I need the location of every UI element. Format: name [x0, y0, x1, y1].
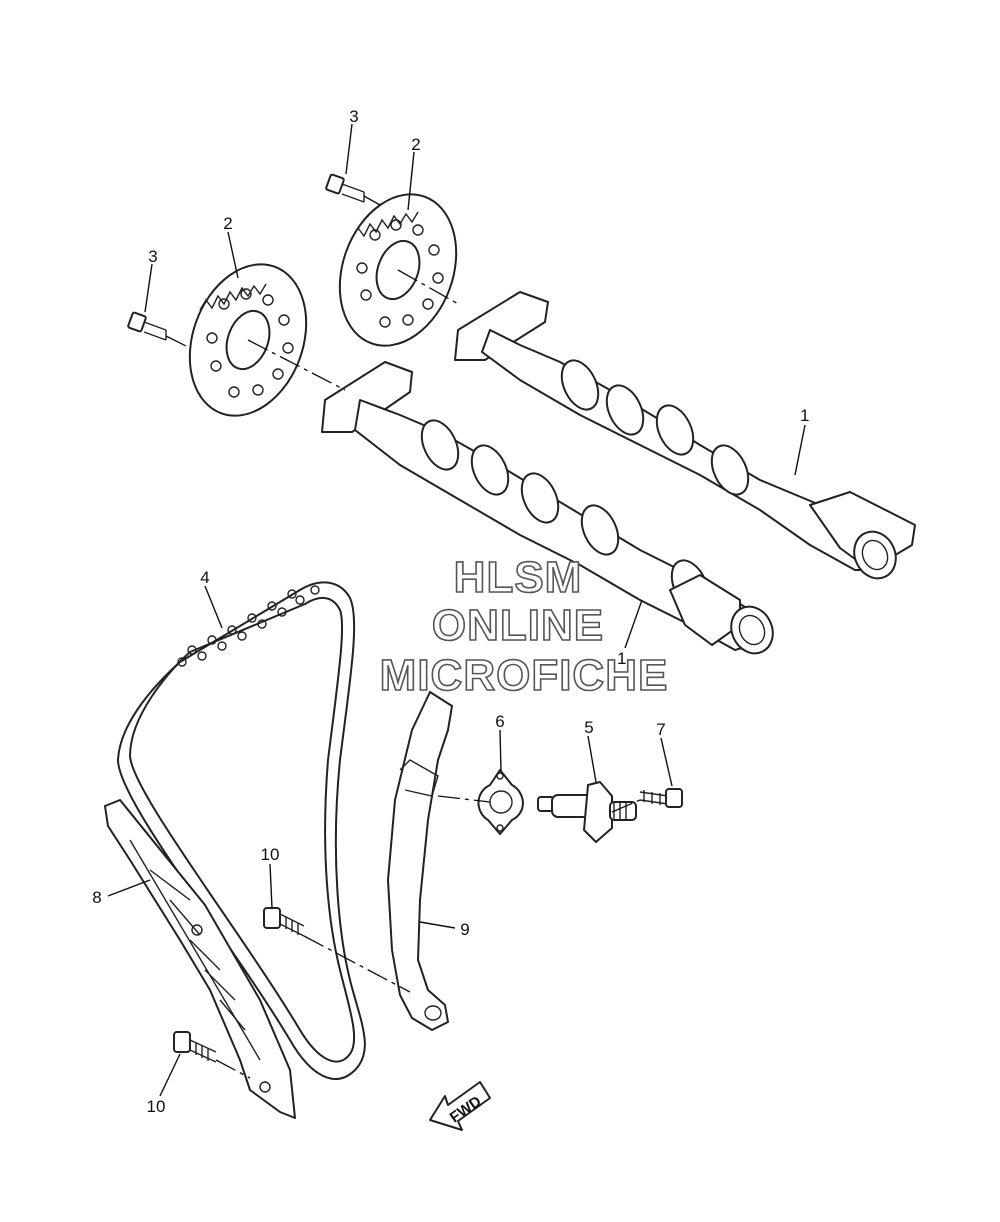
leader-6 [499, 729, 502, 773]
centerline-guide-bolt [303, 935, 411, 993]
sprocket-bolt-lower [127, 311, 167, 341]
watermark-line-1: HLSM [454, 553, 583, 602]
callout-1b: 1 [617, 649, 626, 668]
callout-10a: 10 [261, 845, 280, 864]
callout-6: 6 [495, 712, 504, 731]
callout-2b: 2 [223, 214, 232, 233]
centerline-bolt-lower [165, 335, 191, 349]
leader-2a [407, 151, 415, 211]
leader-9 [419, 921, 456, 929]
tensioner-bolt [639, 788, 683, 808]
camshaft-lower [321, 361, 774, 655]
callout-7: 7 [656, 720, 665, 739]
callout-8: 8 [92, 888, 101, 907]
timing-chain [117, 581, 366, 1080]
callout-10b: 10 [147, 1097, 166, 1116]
fwd-arrow: FWD [429, 1081, 491, 1131]
callout-9: 9 [460, 920, 469, 939]
leader-10b [159, 1053, 181, 1097]
leader-5 [587, 735, 597, 783]
callout-1a: 1 [800, 406, 809, 425]
centerline-lower [247, 339, 346, 391]
leader-4 [204, 585, 223, 629]
centerline-gasket [437, 795, 491, 803]
sprocket-bolt-upper [325, 173, 365, 203]
cam-chain-tensioner [537, 781, 637, 843]
chain-guide-left [104, 799, 296, 1119]
callout-5: 5 [584, 718, 593, 737]
chain-tensioner-guide [387, 691, 453, 1031]
watermark-line-2: ONLINE [432, 601, 604, 650]
leader-1b [624, 599, 643, 649]
guide-bolt-lower [173, 1031, 217, 1063]
callout-3b: 3 [148, 247, 157, 266]
leader-10a [269, 863, 273, 909]
centerline-upper [397, 269, 461, 306]
callout-2a: 2 [411, 135, 420, 154]
callout-4: 4 [200, 568, 209, 587]
leader-3b [144, 263, 153, 313]
centerline-bolt-upper [363, 195, 381, 206]
tensioner-gasket [477, 769, 524, 835]
leader-7 [660, 737, 673, 787]
leader-3a [345, 123, 353, 175]
leader-8 [107, 879, 151, 897]
watermark: HLSM ONLINE MICROFICHE [379, 552, 669, 701]
chain-links [177, 585, 320, 667]
centerline-guide-bolt-lower [215, 1059, 251, 1079]
leader-1a [794, 424, 806, 476]
callout-3a: 3 [349, 107, 358, 126]
watermark-line-3: MICROFICHE [380, 651, 669, 700]
centerline-tensioner-bolt [611, 799, 641, 813]
guide-bolt-upper [263, 907, 305, 937]
leader-2b [227, 231, 239, 279]
camshaft-upper [454, 291, 916, 580]
